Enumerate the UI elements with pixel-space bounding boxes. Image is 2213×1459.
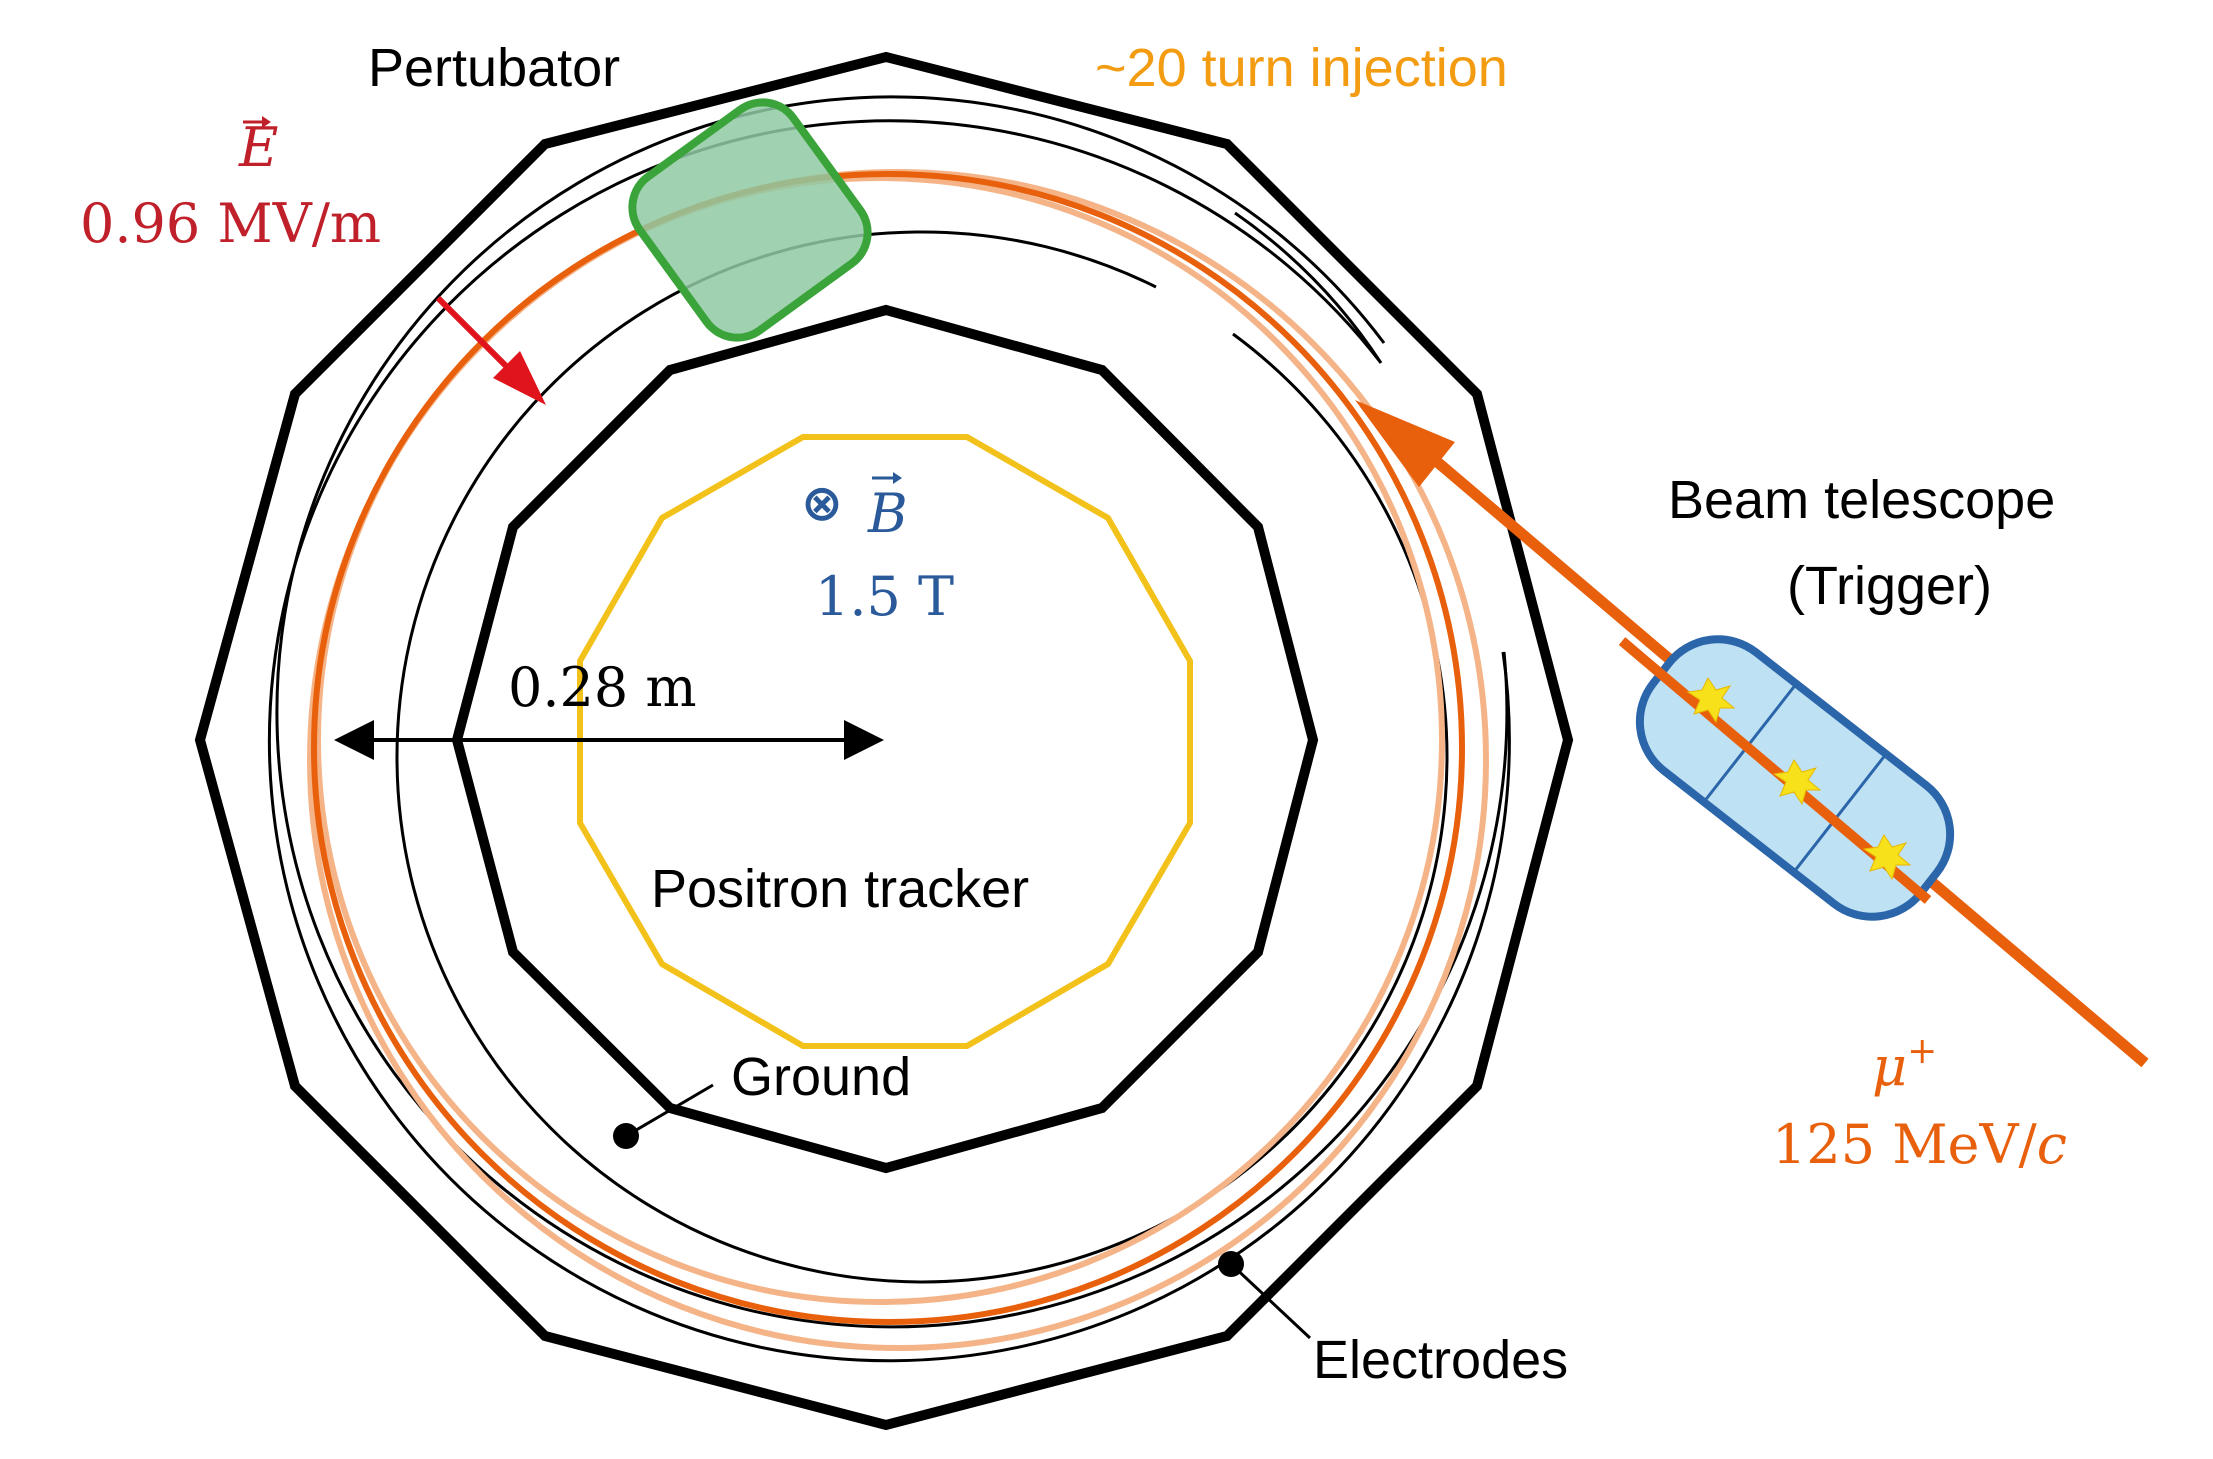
- outer-magnet-outline: [194, 51, 1574, 1431]
- telescope-label-line2: (Trigger): [1787, 556, 1992, 616]
- telescope-label-line1: Beam telescope: [1668, 470, 2055, 530]
- inner-magnet-outline: [451, 304, 1319, 1174]
- circle-times-icon: ⊗: [801, 475, 843, 531]
- perturbator-label: Pertubator: [368, 38, 620, 98]
- ground-electrode-arc: [395, 230, 1449, 1284]
- spark-icon: [1686, 677, 1912, 881]
- ground-label: Ground: [731, 1047, 911, 1107]
- outer-electrode-arc-main: [275, 95, 1509, 1329]
- orbit-main: [311, 171, 1465, 1325]
- muon-charge: +: [1907, 1031, 1937, 1072]
- perturbator-block: [628, 98, 872, 342]
- muon-symbol: μ+: [1872, 1031, 1937, 1098]
- bfield-value: 1.5 T: [815, 565, 954, 628]
- muon-momentum-value: 125 MeV/: [1772, 1113, 2037, 1176]
- muon-momentum: 125 MeV/c: [1772, 1113, 2067, 1176]
- muon-beam-arrowhead: [1355, 400, 1455, 487]
- bfield-vector-accent-head: [893, 472, 902, 484]
- ground-leader: [625, 1083, 714, 1138]
- radius-label: 0.28 m: [508, 656, 697, 719]
- tracker-label: Positron tracker: [651, 859, 1029, 919]
- dot-icon: [1218, 1251, 1244, 1277]
- efield-arrowhead: [493, 351, 546, 405]
- electrodes-leader: [1229, 1262, 1312, 1340]
- electrodes-label: Electrodes: [1313, 1330, 1568, 1390]
- efield-arrow-shaft: [435, 295, 521, 381]
- dot-icon: [613, 1123, 639, 1149]
- muon-momentum-c: c: [2037, 1113, 2067, 1176]
- outer-electrode-arc: [267, 119, 1511, 1363]
- injection-label: ~20 turn injection: [1095, 38, 1508, 98]
- orbit-light-2: [315, 175, 1445, 1305]
- positron-tracker-outline: [577, 434, 1193, 1049]
- muon-symbol-mu: μ: [1872, 1035, 1907, 1098]
- efield-vector-accent-head: [262, 116, 271, 128]
- efield-symbol: E: [238, 116, 278, 179]
- efield-value: 0.96 MV/m: [80, 192, 381, 255]
- bfield-symbol: B: [867, 482, 908, 545]
